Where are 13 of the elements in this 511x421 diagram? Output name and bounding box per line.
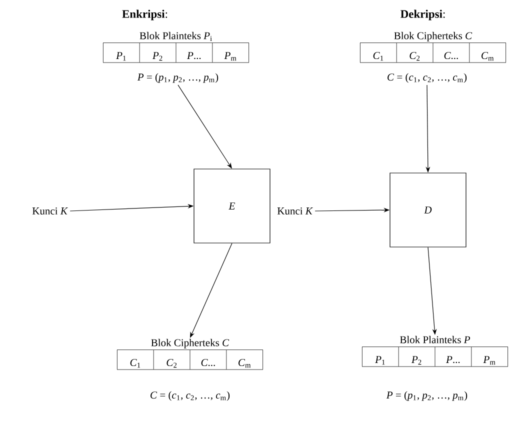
cipher-block-table: Blok Cipherteks C C$_{1}$ C$_{2}$ C... C$_{m}$ bbox=[116, 338, 264, 370]
cipher-box: E bbox=[194, 168, 270, 244]
node-text: Kunci K bbox=[32, 207, 68, 215]
node-text: Kunci K bbox=[277, 207, 313, 215]
cipher-box: D bbox=[390, 172, 466, 248]
cipher-block-table: Blok Plainteks P P$_{1}$ P$_{2}$ P... P$_{m}$ bbox=[362, 336, 508, 367]
section-heading: Enkripsi: bbox=[122, 10, 168, 20]
node-text: C = (c$_{1}$, c$_{2}$, …, c$_{m}$) bbox=[388, 73, 467, 83]
formula-text: C = (c$_{1}$, c$_{2}$, …, c$_{m}$) bbox=[150, 391, 230, 401]
section-heading: Dekripsi: bbox=[400, 10, 445, 20]
formula-text: P = (p$_{1}$, p$_{2}$, …, p$_{m}$) bbox=[386, 391, 468, 401]
node-text: P = (p$_{1}$, p$_{2}$, …, p$_{m}$) bbox=[137, 73, 218, 83]
arrow bbox=[190, 243, 232, 338]
